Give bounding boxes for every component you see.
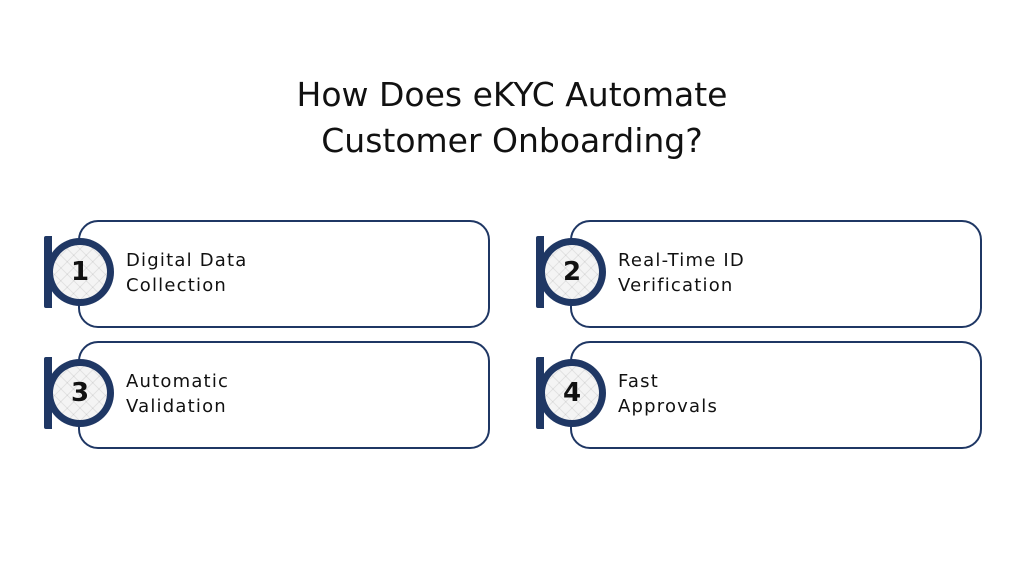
step-number-badge: 1 [53,245,107,299]
title-line-1: How Does eKYC Automate [296,75,728,114]
step-number: 3 [70,378,90,408]
step-label-line-1: Digital Data [126,250,248,271]
step-number: 1 [70,257,90,287]
step-label-line-2: Verification [618,275,734,296]
step-number: 4 [562,378,582,408]
step-number: 2 [562,257,582,287]
step-label: Automatic Validation [126,369,466,419]
step-label: Digital Data Collection [126,248,466,298]
step-label-line-2: Collection [126,275,228,296]
step-number-badge: 3 [53,366,107,420]
step-label-line-1: Fast [618,371,659,392]
step-label-line-1: Real-Time ID [618,250,745,271]
step-number-badge: 4 [545,366,599,420]
step-label: Real-Time ID Verification [618,248,958,298]
step-label-line-2: Approvals [618,396,719,417]
step-card-2: 2 Real-Time ID Verification [536,220,1016,328]
step-card-4: 4 Fast Approvals [536,341,1016,449]
page-title: How Does eKYC Automate Customer Onboardi… [0,72,1024,164]
step-card-box [570,220,982,328]
step-card-box [78,220,490,328]
title-line-2: Customer Onboarding? [321,121,703,160]
step-card-box [570,341,982,449]
step-card-1: 1 Digital Data Collection [44,220,524,328]
step-label: Fast Approvals [618,369,958,419]
step-label-line-2: Validation [126,396,227,417]
step-card-3: 3 Automatic Validation [44,341,524,449]
step-card-box [78,341,490,449]
step-label-line-1: Automatic [126,371,230,392]
step-number-badge: 2 [545,245,599,299]
